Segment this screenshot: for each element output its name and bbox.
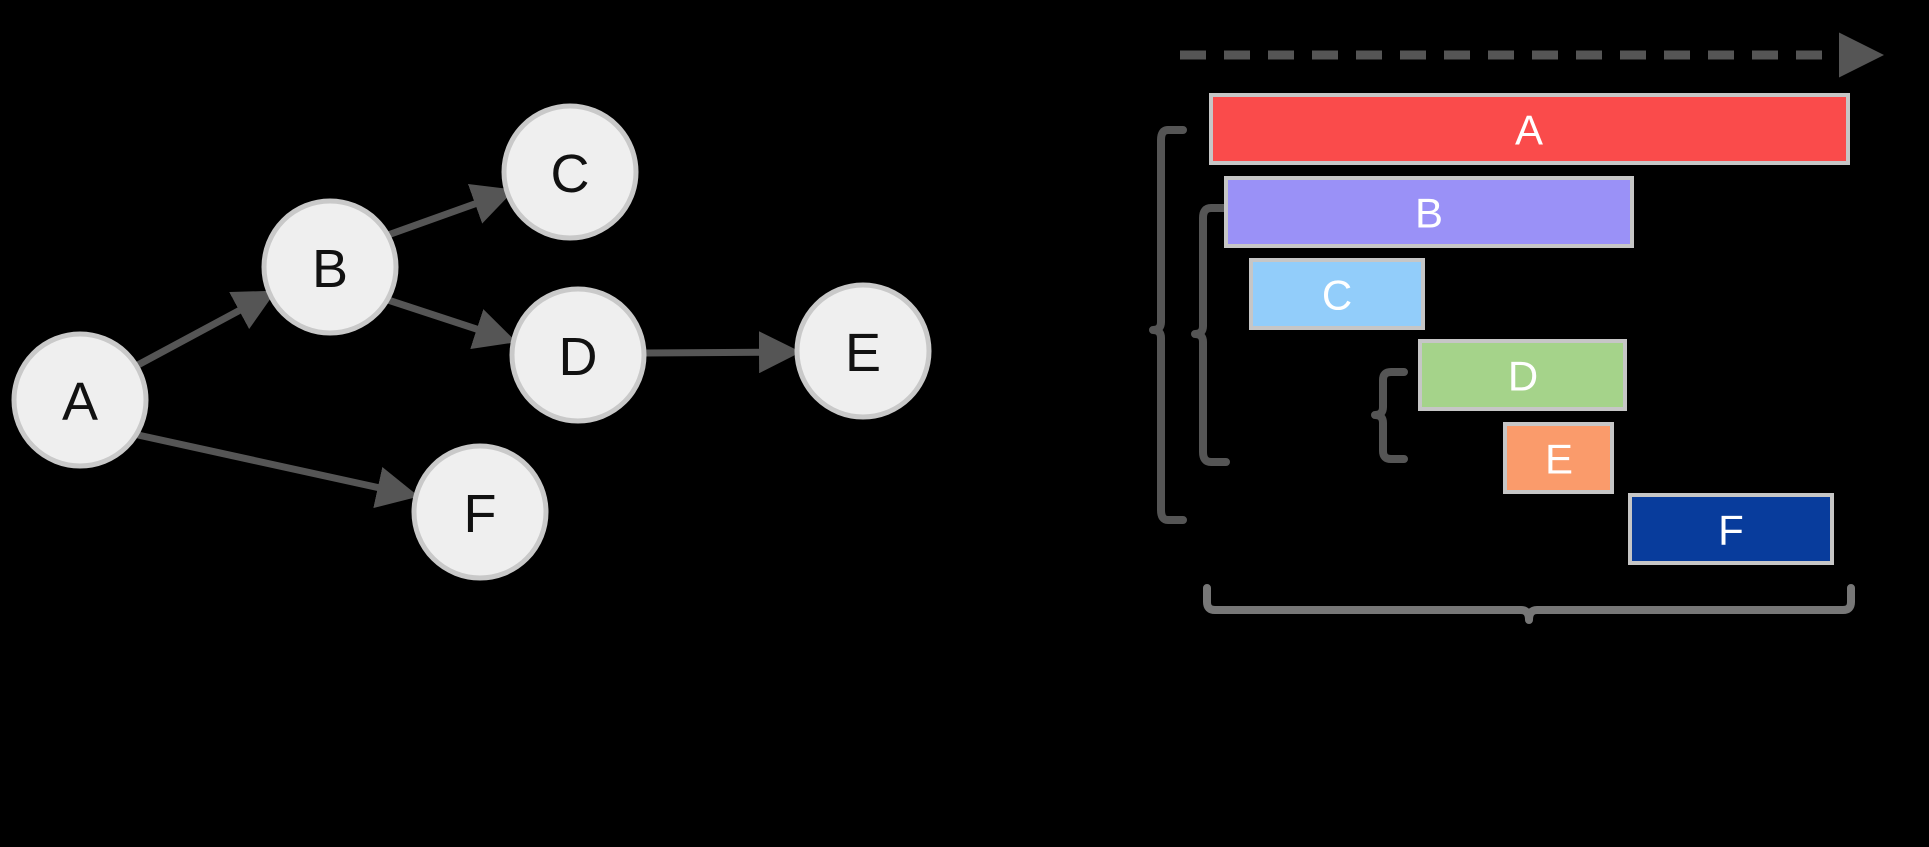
- graph-node-f[interactable]: F: [411, 443, 549, 581]
- gantt-bar-a[interactable]: A: [1209, 93, 1850, 165]
- gantt-bar-b-label: B: [1415, 190, 1443, 237]
- graph-node-e[interactable]: E: [794, 282, 932, 420]
- graph-node-b-label: B: [312, 239, 348, 299]
- edge-a-f: [137, 431, 419, 509]
- gantt-bar-d[interactable]: D: [1418, 339, 1627, 411]
- graph-node-c-label: C: [551, 144, 590, 204]
- graph-edges: [134, 184, 801, 509]
- gantt-bar-d-label: D: [1508, 353, 1538, 400]
- graph-nodes: A B C D E F: [11, 103, 932, 581]
- inner-brace: [1191, 204, 1230, 466]
- gantt-bar-c-label: C: [1322, 272, 1352, 319]
- gantt-bar-e-label: E: [1545, 436, 1573, 483]
- graph-node-e-label: E: [845, 323, 881, 383]
- edge-a-b: [134, 290, 277, 370]
- edge-d-e: [644, 331, 801, 374]
- outer-brace: [1149, 126, 1187, 524]
- graph-node-d-label: D: [559, 327, 598, 387]
- graph-node-a-label: A: [62, 372, 98, 432]
- graph-node-d[interactable]: D: [509, 286, 647, 424]
- gantt-schedule-panel: A B C D E F: [1149, 32, 1884, 624]
- gantt-bar-c[interactable]: C: [1249, 258, 1425, 330]
- graph-node-f-label: F: [464, 484, 497, 544]
- edge-b-c: [386, 184, 515, 239]
- graph-node-a[interactable]: A: [11, 331, 149, 469]
- gantt-bar-f[interactable]: F: [1628, 493, 1834, 565]
- graph-node-b[interactable]: B: [261, 198, 399, 336]
- graph-node-c[interactable]: C: [501, 103, 639, 241]
- bottom-brace: [1203, 584, 1855, 624]
- gantt-bar-f-label: F: [1718, 507, 1744, 554]
- gantt-bar-b[interactable]: B: [1224, 176, 1634, 248]
- edge-b-d: [386, 296, 517, 350]
- de-brace: [1371, 368, 1408, 463]
- gantt-bar-a-label: A: [1515, 107, 1543, 154]
- gantt-bar-e[interactable]: E: [1503, 422, 1614, 494]
